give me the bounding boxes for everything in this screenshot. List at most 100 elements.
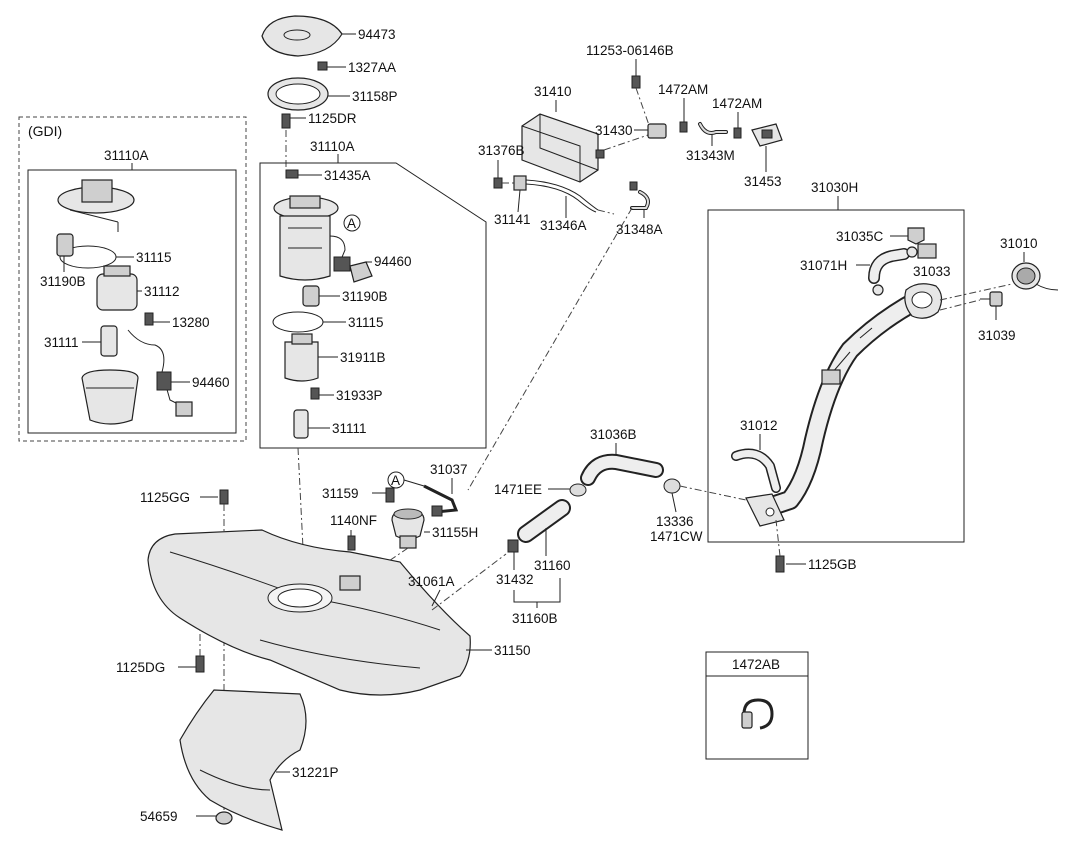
- bolt-1140NF: [347, 535, 356, 551]
- gdi-frame: [18, 116, 247, 442]
- pump-31111-main: [293, 409, 309, 439]
- gdi-check-valve: [56, 233, 74, 257]
- heat-shield-31221P: [179, 689, 307, 831]
- bolt-31159: [385, 487, 395, 503]
- label-1471CW: 1471CW: [650, 529, 703, 544]
- label-31190B-gdi: 31190B: [40, 274, 86, 289]
- label-31221P: 31221P: [292, 765, 339, 780]
- label-13280: 13280: [172, 315, 210, 330]
- clamp-1472AM-b: [733, 127, 742, 139]
- label-94473: 94473: [358, 27, 396, 42]
- label-31037: 31037: [430, 462, 468, 477]
- label-31110A-main: 31110A: [310, 139, 355, 154]
- label-31110A-gdi: 31110A: [104, 148, 149, 163]
- label-31160B: 31160B: [512, 611, 558, 626]
- label-1140NF: 1140NF: [330, 513, 377, 528]
- service-cover-94473: [261, 15, 343, 57]
- gdi-pump-flange: [57, 179, 135, 232]
- label-1472AM-b: 1472AM: [712, 96, 762, 111]
- clamp-1472AM-a: [679, 121, 688, 133]
- bolt-1125GB: [775, 555, 785, 573]
- gdi-pump-reservoir: [81, 369, 139, 425]
- label-31343M: 31343M: [686, 148, 735, 163]
- label-31150: 31150: [494, 643, 531, 658]
- label-54659: 54659: [140, 809, 178, 824]
- hose-31071H: [868, 248, 910, 284]
- callout-A-bottom: A: [387, 471, 405, 489]
- plate-31158P: [267, 77, 329, 111]
- regulator-31933P: [310, 387, 320, 400]
- check-valve-31190B: [302, 285, 320, 307]
- oring-31115-main: [272, 311, 324, 333]
- filter-31911B: [284, 333, 319, 382]
- svg-text:A: A: [347, 216, 356, 231]
- filler-housing: [904, 283, 943, 319]
- part-1472AB-title: 1472AB: [732, 657, 780, 672]
- label-31933P: 31933P: [336, 388, 383, 403]
- label-94460-gdi: 94460: [192, 375, 230, 390]
- label-31348A: 31348A: [616, 222, 663, 237]
- fuel-cap-31010: [1011, 262, 1059, 291]
- fitting-31033: [906, 243, 937, 259]
- label-31061A: 31061A: [408, 574, 455, 589]
- clip-31376B: [493, 177, 503, 189]
- label-31190B-main: 31190B: [342, 289, 388, 304]
- label-31159: 31159: [322, 486, 359, 501]
- label-1125GB: 1125GB: [808, 557, 857, 572]
- label-1471EE: 1471EE: [494, 482, 542, 497]
- label-31112: 31112: [144, 284, 180, 299]
- label-31111-gdi: 31111: [44, 335, 79, 350]
- hose-31348A: [629, 181, 650, 210]
- breather-pipe-31012: [731, 448, 781, 493]
- bolt-1125DR: [281, 113, 291, 129]
- hose-31037: [423, 484, 459, 517]
- label-31453: 31453: [744, 174, 782, 189]
- bolt-1125DG: [195, 655, 205, 673]
- nut-1327AA: [317, 61, 328, 71]
- hose-31036B: [580, 453, 664, 486]
- label-1125GG: 1125GG: [140, 490, 190, 505]
- sender-31155H: [391, 508, 425, 549]
- harness-94460-main: [329, 235, 373, 283]
- label-31111-main: 31111: [332, 421, 367, 436]
- valve-31430: [647, 123, 667, 139]
- label-31410: 31410: [534, 84, 572, 99]
- label-31376B: 31376B: [478, 143, 525, 158]
- label-31030H: 31030H: [811, 180, 858, 195]
- label-31155H: 31155H: [432, 525, 478, 540]
- label-31346A: 31346A: [540, 218, 587, 233]
- neck-flange: [745, 493, 785, 527]
- gdi-fuel-pump: [100, 325, 118, 357]
- bolt-11253: [631, 75, 641, 89]
- clamp-1471EE: [569, 483, 587, 497]
- screw-31039: [980, 291, 1003, 307]
- label-31432: 31432: [496, 572, 534, 587]
- label-31012: 31012: [740, 418, 778, 433]
- label-94460-main: 94460: [374, 254, 412, 269]
- hose-31343M: [698, 122, 728, 135]
- fitting-31432: [507, 539, 519, 553]
- filler-neck-box: [707, 209, 965, 543]
- gdi-fuel-filter: [96, 265, 138, 311]
- gdi-wire-harness: [127, 329, 193, 417]
- label-31160: 31160: [534, 558, 571, 573]
- label-31071H: 31071H: [800, 258, 847, 273]
- label-31036B: 31036B: [590, 427, 637, 442]
- fuel-tank-31150: [147, 529, 471, 696]
- label-31115-gdi: 31115: [136, 250, 172, 265]
- canister-31410: [521, 113, 605, 183]
- label-13336: 13336: [656, 514, 694, 529]
- clamp-1472AB: [741, 698, 774, 730]
- label-31435A: 31435A: [324, 168, 371, 183]
- nut-54659: [215, 811, 233, 825]
- part-1472AB-box: [705, 651, 809, 760]
- label-31911B: 31911B: [340, 350, 386, 365]
- clamp-13336: [663, 478, 681, 494]
- pump-module-box: [259, 162, 487, 449]
- bolt-1125GG: [219, 489, 229, 505]
- tube-31160: [517, 499, 571, 543]
- gdi-label: (GDI): [28, 123, 62, 139]
- label-31115-main: 31115: [348, 315, 384, 330]
- label-31039: 31039: [978, 328, 1016, 343]
